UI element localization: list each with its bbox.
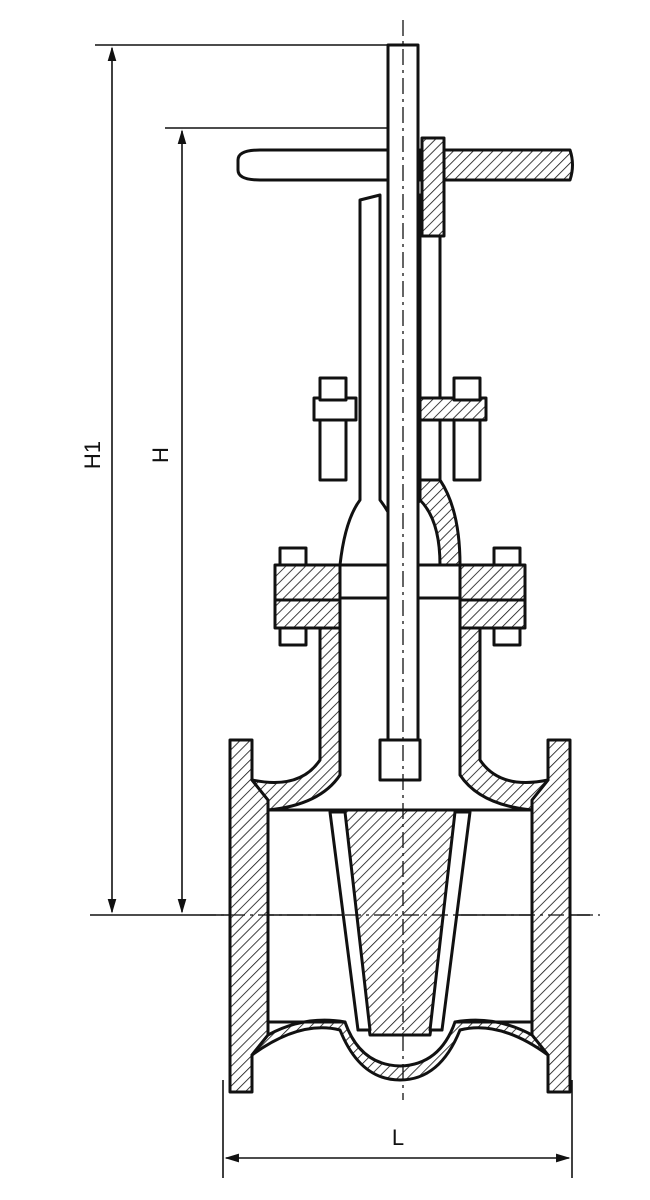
- stem-nut-section: [420, 136, 446, 238]
- centerlines: [200, 20, 600, 1100]
- seat-ring-left: [328, 810, 372, 1032]
- stem-head: [378, 738, 422, 782]
- stem: [378, 43, 422, 782]
- bonnet-flange-right: [458, 598, 527, 630]
- gland-bolt-nut-top-right: [452, 376, 482, 402]
- gland-bolt-nut-top-left: [318, 376, 348, 402]
- body-lower-wall: [250, 1018, 550, 1082]
- bonnet-flange-left: [273, 598, 342, 630]
- h-label: H: [148, 447, 173, 463]
- gland-bolt-stud-left: [318, 418, 348, 482]
- dimension-lines: H1 H L: [80, 44, 590, 1178]
- gland-bolt-stud-right: [452, 418, 482, 482]
- stem-shaft: [386, 43, 420, 747]
- gate-wedge: [328, 808, 472, 1037]
- body-flange-right: [458, 563, 527, 602]
- flange-bolt-nut-top-left: [278, 546, 308, 567]
- flange-bolt-nut-bottom-left: [278, 626, 308, 647]
- handwheel-spoke-right: [418, 148, 574, 182]
- bonnet-yoke: [236, 136, 574, 567]
- yoke-section-right: [418, 478, 462, 567]
- bolts: [278, 376, 522, 647]
- seat-ring-right: [428, 810, 472, 1032]
- valve-body: [228, 563, 572, 1094]
- handwheel-spoke-left: [236, 148, 402, 182]
- flange-bolt-nut-bottom-right: [492, 626, 522, 647]
- body-flange-left: [273, 563, 342, 602]
- flange-bolt-nut-top-right: [492, 546, 522, 567]
- l-label: L: [392, 1125, 404, 1150]
- h1-label: H1: [80, 441, 105, 469]
